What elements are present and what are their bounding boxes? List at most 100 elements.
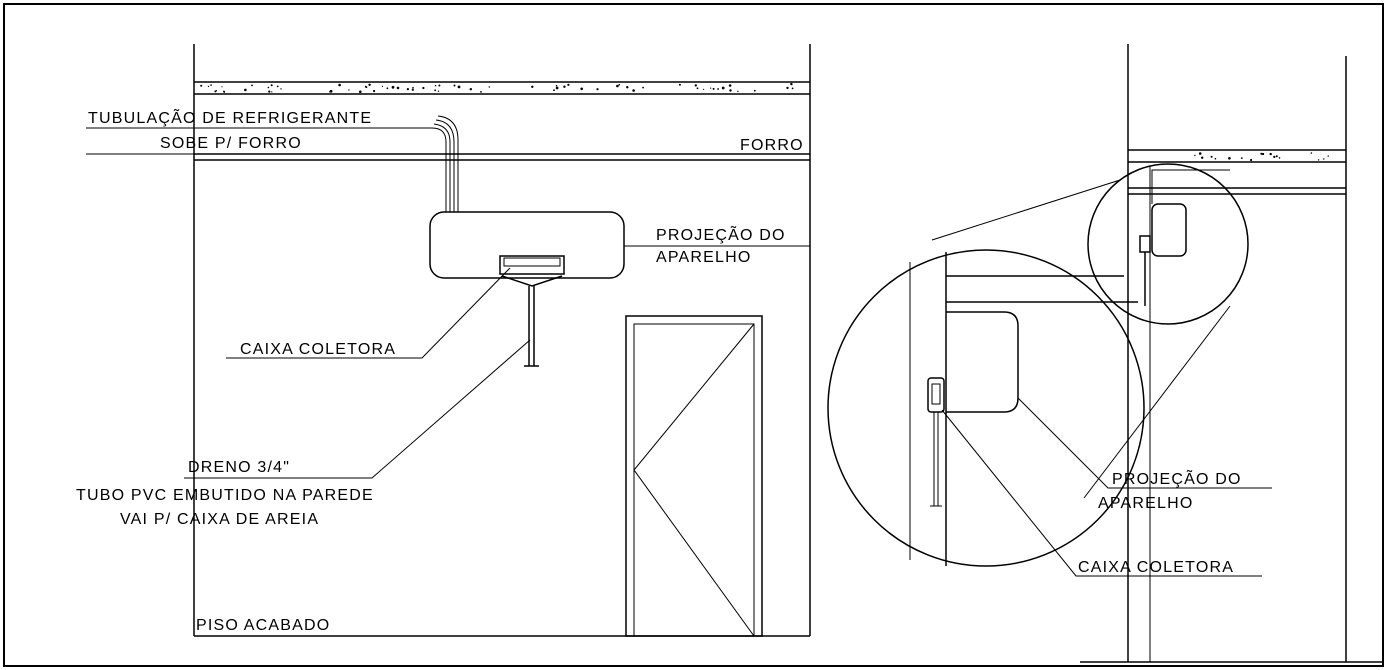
slab-speck bbox=[221, 86, 223, 88]
label-projecao-line2: APARELHO bbox=[656, 249, 752, 266]
ac-unit bbox=[429, 211, 625, 279]
slab-speck bbox=[626, 86, 629, 89]
tangent-top bbox=[931, 179, 1121, 241]
slab-speck bbox=[737, 90, 739, 93]
slab-speck bbox=[1310, 152, 1313, 154]
label-dreno: DRENO 3/4" bbox=[188, 459, 290, 476]
slab-speck bbox=[1278, 157, 1281, 159]
slab-speck bbox=[786, 86, 789, 90]
tangent-bottom bbox=[1083, 305, 1231, 499]
slab-speck bbox=[596, 88, 599, 91]
slab-speck bbox=[555, 86, 559, 90]
slab-speck bbox=[480, 91, 482, 93]
door bbox=[625, 315, 763, 637]
leader-caixa-coletora bbox=[226, 267, 511, 359]
slab-speck bbox=[710, 87, 712, 89]
section-collector bbox=[1139, 235, 1151, 253]
slab-speck bbox=[368, 83, 371, 87]
slab-speck bbox=[580, 87, 583, 91]
slab-speck bbox=[364, 85, 367, 88]
label-detail-projecao-line2: APARELHO bbox=[1098, 495, 1194, 512]
slab-speck bbox=[678, 83, 681, 86]
slab-speck bbox=[422, 86, 425, 90]
slab-speck bbox=[406, 88, 409, 91]
slab-speck bbox=[1194, 154, 1196, 157]
slab-speck bbox=[729, 89, 732, 92]
slab-speck bbox=[411, 88, 414, 91]
slab-speck bbox=[703, 88, 705, 90]
slab-speck bbox=[251, 84, 253, 87]
slab-speck bbox=[1228, 157, 1231, 160]
caixa-coletora-box bbox=[499, 255, 565, 275]
slab-speck bbox=[1262, 152, 1265, 156]
slab-speck bbox=[553, 89, 555, 92]
slab-speck bbox=[632, 89, 635, 92]
label-detail-caixa-coletora: CAIXA COLETORA bbox=[1078, 559, 1234, 576]
label-projecao-line1: PROJEÇÃO DO bbox=[656, 224, 786, 244]
slab-speck bbox=[791, 87, 794, 90]
slab-speck bbox=[271, 91, 273, 93]
section-ac-unit bbox=[1151, 203, 1187, 257]
section-slab-hatch bbox=[1194, 152, 1329, 162]
detail-contents bbox=[909, 252, 1138, 566]
label-tubulacao-line1: TUBULAÇÃO DE REFRIGERANTE bbox=[88, 107, 372, 127]
refrigerant-piping bbox=[431, 115, 459, 212]
slab-speck bbox=[438, 84, 441, 87]
detail-big-circle bbox=[827, 249, 1145, 567]
slab-speck bbox=[270, 84, 273, 87]
slab-speck bbox=[434, 89, 437, 92]
slab-speck bbox=[616, 84, 619, 88]
slab-speck bbox=[359, 90, 362, 94]
slab-speck bbox=[555, 84, 558, 87]
drain-funnel bbox=[501, 275, 563, 287]
slab-speck bbox=[1214, 157, 1217, 160]
slab-speck bbox=[1210, 155, 1213, 158]
slab-speck bbox=[1327, 155, 1329, 157]
slab-speck bbox=[1269, 152, 1272, 156]
slab-speck bbox=[386, 87, 389, 90]
label-tubo-line1: TUBO PVC EMBUTIDO NA PAREDE bbox=[76, 487, 374, 504]
slab-hatch bbox=[200, 82, 794, 94]
slab-speck bbox=[437, 90, 440, 92]
slab-speck bbox=[531, 85, 534, 89]
slab-speck bbox=[790, 82, 793, 86]
slab-speck bbox=[396, 86, 400, 90]
label-piso: PISO ACABADO bbox=[196, 617, 330, 634]
slab-speck bbox=[214, 90, 217, 93]
slab-speck bbox=[223, 90, 225, 93]
slab-speck bbox=[488, 86, 490, 88]
drawing-frame bbox=[3, 3, 1384, 667]
slab-speck bbox=[1201, 156, 1204, 159]
slab-speck bbox=[453, 84, 456, 87]
slab-speck bbox=[563, 85, 566, 88]
slab-speck bbox=[1260, 152, 1263, 155]
slab-speck bbox=[642, 86, 644, 89]
slab-speck bbox=[1317, 159, 1320, 161]
slab-speck bbox=[412, 86, 414, 89]
caixa-coletora-inner bbox=[503, 257, 561, 267]
slab-speck bbox=[694, 84, 697, 87]
label-detail-projecao-line1: PROJEÇÃO DO bbox=[1112, 468, 1242, 488]
label-tubulacao-line2: SOBE P/ FORRO bbox=[160, 135, 302, 152]
detail-small-circle bbox=[1087, 163, 1249, 325]
slab-speck bbox=[457, 85, 461, 89]
slab-speck bbox=[329, 91, 331, 93]
slab-speck bbox=[210, 84, 212, 86]
slab-speck bbox=[469, 88, 472, 91]
slab-speck bbox=[696, 87, 699, 90]
slab-speck bbox=[618, 83, 621, 86]
slab-speck bbox=[434, 85, 437, 87]
slab-speck bbox=[728, 84, 732, 87]
slab-speck bbox=[1198, 152, 1202, 155]
label-tubo-line2: VAI P/ CAIXA DE AREIA bbox=[120, 511, 319, 528]
slab-speck bbox=[717, 88, 719, 90]
slab-speck bbox=[1323, 158, 1325, 160]
leader-dreno bbox=[184, 339, 531, 479]
slab-speck bbox=[200, 84, 203, 87]
slab-speck bbox=[348, 89, 350, 91]
slab-speck bbox=[276, 85, 279, 88]
slab-speck bbox=[712, 87, 715, 90]
side-section bbox=[827, 44, 1383, 663]
leader-detail-projecao bbox=[1017, 397, 1272, 489]
